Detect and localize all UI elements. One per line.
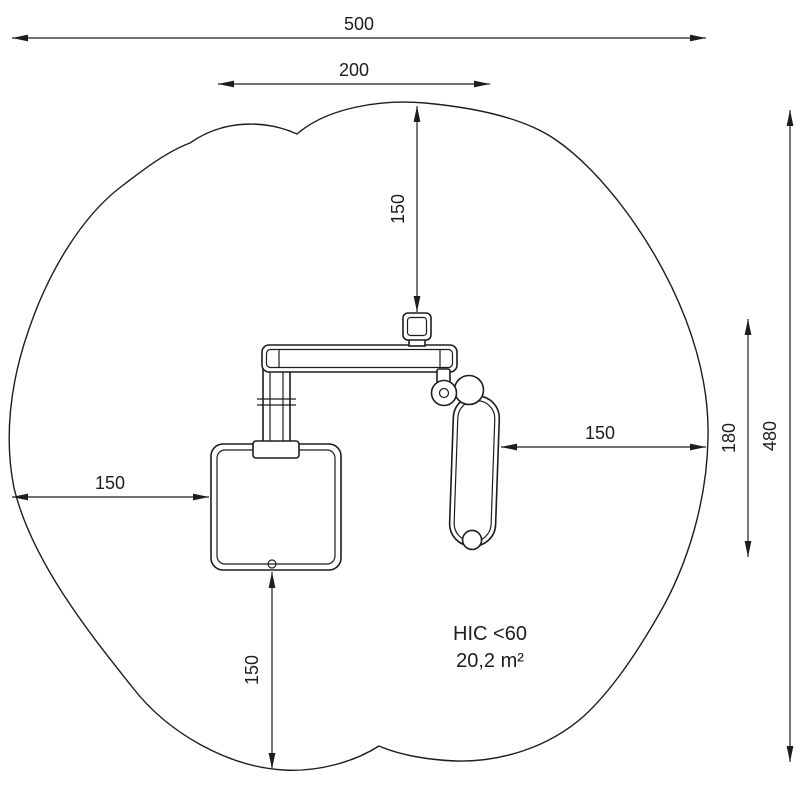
dim-label-clearance-left: 150 [95, 473, 125, 493]
dimension-clearance-left: 150 [12, 473, 209, 501]
pivot-hub [438, 387, 450, 399]
dim-label-clearance-top: 150 [388, 194, 408, 224]
platform-fixing-point [267, 559, 277, 569]
dimension-overall-width: 500 [12, 14, 706, 42]
dimension-equipment-depth: 180 [719, 319, 752, 557]
dimension-equipment-width: 200 [218, 60, 490, 88]
beam-inner [265, 348, 454, 369]
post-base-plate [252, 440, 300, 459]
dimension-clearance-bottom: 150 [242, 572, 276, 769]
dimension-overall-height: 480 [760, 110, 794, 762]
annotation: HIC <60 20,2 m² [453, 623, 527, 672]
top-fitting [402, 312, 432, 347]
beam-outer [261, 344, 458, 373]
swing-seat-assembly [430, 368, 501, 551]
dim-label-equipment-depth: 180 [719, 423, 739, 453]
equipment-plan [210, 312, 501, 571]
overhead-beam [261, 344, 458, 373]
hic-label: HIC <60 [453, 623, 527, 645]
top-fitting-inner [406, 316, 428, 337]
dim-label-clearance-right: 150 [585, 423, 615, 443]
area-label: 20,2 m² [456, 650, 524, 672]
dimension-clearance-top: 150 [388, 106, 421, 312]
pivot-disc [453, 374, 485, 406]
dim-label-overall-height: 480 [760, 421, 780, 451]
platform [210, 440, 342, 571]
platform-outer [210, 443, 342, 571]
dim-label-overall-width: 500 [344, 14, 374, 34]
seat-end-cap [461, 529, 483, 551]
pivot-wheel [430, 379, 458, 407]
swing-seat [448, 395, 501, 551]
dimension-clearance-right: 150 [501, 423, 706, 451]
safety-zone-outline [8, 101, 709, 771]
top-fitting-outer [402, 312, 432, 341]
dim-label-clearance-bottom: 150 [242, 655, 262, 685]
dim-label-equipment-width: 200 [339, 60, 369, 80]
